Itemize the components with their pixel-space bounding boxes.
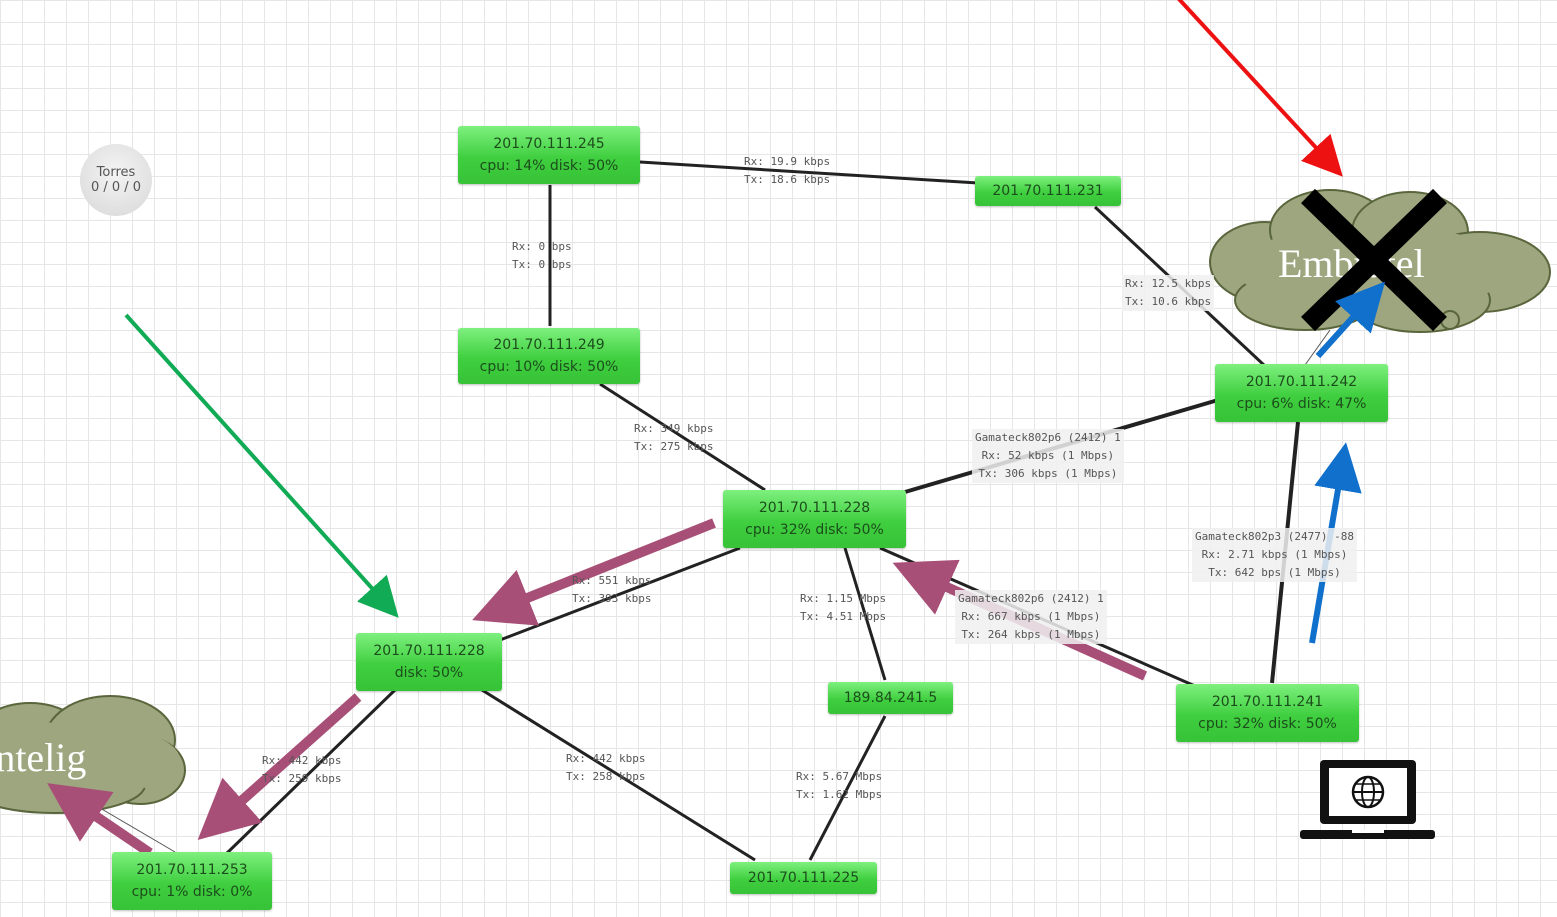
node-189-84-241-5[interactable]: 189.84.241.5	[828, 682, 953, 714]
link-228b-225	[481, 688, 756, 862]
node-201-70-111-228-b[interactable]: 201.70.111.228 disk: 50%	[356, 633, 502, 691]
node-201-70-111-249[interactable]: 201.70.111.249 cpu: 10% disk: 50%	[458, 328, 640, 384]
node-201-70-111-231[interactable]: 201.70.111.231	[975, 176, 1121, 206]
node-ip: 201.70.111.253	[136, 862, 248, 878]
node-stats: cpu: 10% disk: 50%	[479, 359, 619, 375]
intelig-label: Intelig	[0, 735, 87, 780]
node-stats: cpu: 14% disk: 50%	[479, 158, 619, 174]
node-stats: cpu: 32% disk: 50%	[745, 522, 884, 538]
link-245-231	[639, 160, 979, 185]
torres-counter[interactable]: Torres 0 / 0 / 0	[80, 144, 152, 216]
laptop-globe-icon	[1300, 760, 1435, 839]
mauve-arrow-1	[472, 518, 716, 626]
node-ip: 201.70.111.228	[758, 500, 871, 516]
node-ip: 189.84.241.5	[843, 690, 938, 706]
link-249-228	[599, 382, 766, 492]
node-201-70-111-253[interactable]: 201.70.111.253 cpu: 1% disk: 0%	[112, 852, 272, 910]
node-ip: 201.70.111.228	[373, 643, 485, 659]
node-ip: 201.70.111.242	[1245, 374, 1358, 390]
node-ip: 201.70.111.231	[992, 183, 1104, 199]
node-stats: cpu: 32% disk: 50%	[1198, 716, 1337, 732]
torres-counts: 0 / 0 / 0	[90, 180, 142, 195]
link-189-225	[808, 715, 887, 861]
link-228-228b	[499, 546, 741, 642]
node-201-70-111-242[interactable]: 201.70.111.242 cpu: 6% disk: 47%	[1215, 364, 1388, 422]
node-ip: 201.70.111.245	[493, 136, 605, 152]
torres-title: Torres	[96, 165, 136, 180]
red-arrow	[1177, 0, 1343, 177]
node-ip: 201.70.111.225	[747, 870, 860, 886]
node-201-70-111-228[interactable]: 201.70.111.228 cpu: 32% disk: 50%	[723, 490, 906, 548]
green-arrow	[124, 313, 399, 618]
link-228-189	[843, 547, 887, 681]
node-ip: 201.70.111.249	[493, 337, 605, 353]
node-201-70-111-225[interactable]: 201.70.111.225	[730, 862, 877, 894]
node-stats: cpu: 6% disk: 47%	[1236, 396, 1367, 412]
mauve-arrow-4	[47, 783, 153, 858]
node-201-70-111-245[interactable]: 201.70.111.245 cpu: 14% disk: 50%	[458, 126, 640, 184]
node-stats: disk: 50%	[394, 665, 464, 681]
node-201-70-111-241[interactable]: 201.70.111.241 cpu: 32% disk: 50%	[1176, 684, 1359, 742]
node-ip: 201.70.111.241	[1211, 694, 1324, 710]
node-stats: cpu: 1% disk: 0%	[131, 884, 253, 900]
mauve-arrow-3	[197, 693, 362, 840]
